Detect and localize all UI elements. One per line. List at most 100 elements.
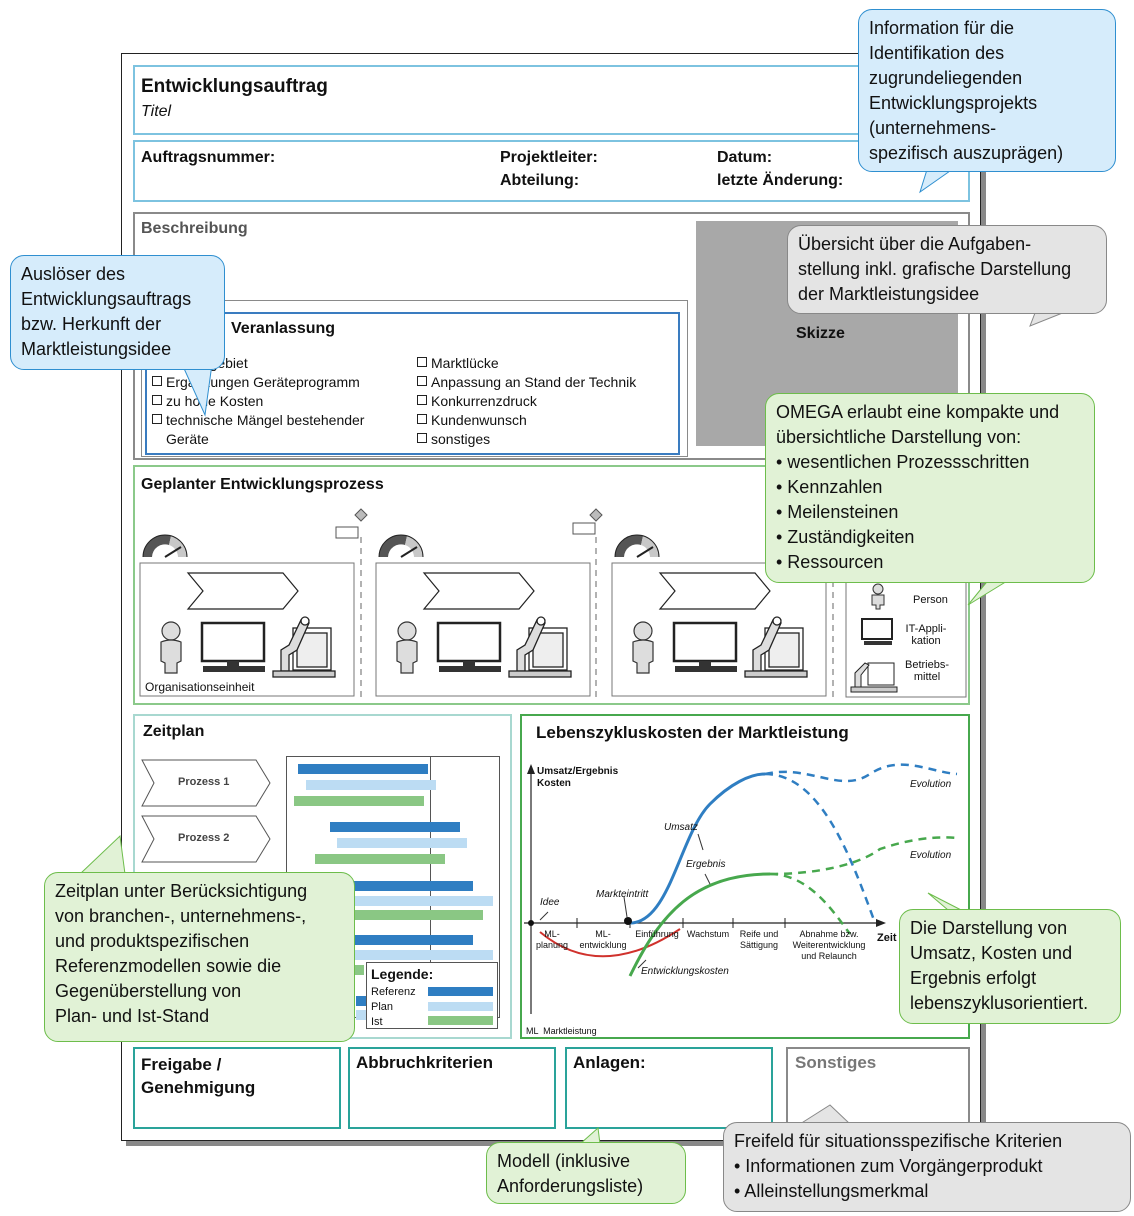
legende-referenz-swatch (428, 987, 493, 996)
markteintritt-marker (624, 917, 632, 925)
abbruch-title: Abbruchkriterien (356, 1053, 493, 1072)
veranlassung-title: Veranlassung (231, 320, 336, 337)
legende-title: Legende: (371, 966, 434, 982)
legend-machine-icon (850, 662, 898, 693)
idee-label: Idee (540, 897, 560, 908)
prozess-diagram (139, 508, 967, 700)
letzte-aenderung-label: letzte Änderung: (717, 172, 844, 189)
gantt-bar-referenz (298, 764, 428, 774)
umsatz-label: Umsatz (664, 822, 698, 833)
prozess2-label: Prozess 2 (178, 832, 230, 844)
ergebnis-curve (628, 872, 771, 977)
gantt-bar-plan (337, 838, 467, 848)
anlagen-panel (565, 1047, 773, 1129)
phase-label: Abnahme bzw. Weiterentwicklung und Relau… (792, 929, 866, 961)
phase-label: ML- entwicklung (579, 929, 627, 950)
gantt-bar-ist (315, 854, 445, 864)
gantt-bar-ist (352, 965, 364, 975)
legend-monitor-icon (861, 618, 893, 645)
abbruch-panel (348, 1047, 556, 1129)
veranlassung-item: Anpassung an Stand der Technik (417, 373, 636, 392)
legend-person-label: Person (913, 594, 948, 606)
umsatz-evolution-curve (764, 763, 958, 783)
entwicklungskosten-curve (539, 928, 681, 958)
ergebnis-evolution-curve (769, 836, 958, 876)
idee-marker (528, 920, 534, 926)
veranlassung-panel (145, 312, 680, 455)
gantt-bar-referenz (345, 935, 473, 945)
phase-label: Wachstum (686, 929, 730, 939)
person-icon (160, 621, 182, 674)
gantt-bar-referenz (330, 822, 460, 832)
evolution-label-2: Evolution (910, 850, 952, 861)
lebenszyklus-chart (524, 763, 958, 1014)
gantt-bar-plan (350, 950, 493, 960)
prozess-title: Geplanter Entwicklungsprozess (141, 476, 384, 493)
callout-zeitplan: Zeitplan unter Berücksichtigung von bran… (44, 872, 355, 1042)
title-placeholder: Titel (141, 103, 172, 120)
lebenszyklus-title: Lebenszykluskosten der Marktleistung (536, 723, 849, 742)
legend-person-icon (871, 583, 885, 610)
header-info-panel (133, 140, 970, 202)
callout-modell: Modell (inklusive Anforderungsliste) (486, 1142, 686, 1204)
freigabe-title: Freigabe / Genehmigung (141, 1055, 256, 1097)
veranlassung-item: Geräte (166, 431, 209, 447)
organisationseinheit-label: Organisationseinheit (145, 680, 255, 694)
veranlassung-item: Marktlücke (417, 354, 499, 373)
evolution-label-1: Evolution (910, 779, 952, 790)
entwicklungskosten-label: Entwicklungskosten (641, 966, 729, 977)
process-stage (139, 534, 355, 697)
callout-freifeld: Freifeld für situationsspezifische Krite… (723, 1122, 1131, 1212)
header-title-panel (133, 65, 970, 135)
abteilung-label: Abteilung: (500, 172, 580, 189)
gantt-bar-ist (294, 796, 424, 806)
markteintritt-label: Markteintritt (596, 889, 649, 900)
umsatz-decline-curve (764, 772, 877, 924)
ml-footnote: ML Marktleistung (526, 1026, 597, 1036)
zeitplan-title: Zeitplan (143, 723, 205, 740)
gantt-bar-referenz (340, 881, 473, 891)
callout-identifikation: Information für die Identifikation des z… (858, 9, 1116, 172)
zeitplan-chevrons (141, 759, 271, 863)
auftragsnummer-label: Auftragsnummer: (141, 149, 276, 166)
legende-ist-label: Ist (371, 1016, 383, 1028)
legende-plan-swatch (428, 1002, 493, 1011)
ergebnis-label: Ergebnis (686, 859, 726, 870)
xaxis-label: Zeit (877, 932, 897, 944)
gantt-bar-plan (350, 896, 493, 906)
gauge-icon (142, 534, 188, 558)
legende-referenz-label: Referenz (371, 986, 416, 998)
callout-uebersicht: Übersicht über die Aufgaben- stellung in… (787, 225, 1107, 314)
legend-betrieb-label: Betriebs- mittel (904, 659, 950, 683)
gantt-bar-referenz (356, 996, 366, 1006)
veranlassung-item: zu hohe Kosten (152, 392, 263, 411)
veranlassung-item: Kundenwunsch (417, 411, 527, 430)
skizze-label: Skizze (796, 325, 845, 342)
callout-ausloeser: Auslöser des Entwicklungsauftrags bzw. H… (10, 255, 225, 370)
phase-label: Reife und Sättigung (739, 929, 779, 950)
freigabe-panel (133, 1047, 341, 1129)
document-title: Entwicklungsauftrag (141, 76, 328, 97)
phase-label: Einführung (635, 929, 679, 939)
callout-omega: OMEGA erlaubt eine kompakte und übersich… (765, 393, 1095, 583)
callout-darstellung: Die Darstellung von Umsatz, Kosten und E… (899, 909, 1121, 1024)
beschreibung-title: Beschreibung (141, 220, 248, 237)
monitor-icon (200, 621, 266, 672)
veranlassung-item: Ergänzungen Geräteprogramm (152, 373, 360, 392)
veranlassung-item: technische Mängel bestehender (152, 411, 364, 430)
legend-it-label: IT-Appli- kation (905, 623, 947, 647)
gantt-bar-plan (306, 780, 436, 790)
sonstiges-title: Sonstiges (795, 1053, 877, 1072)
veranlassung-item: Konkurrenzdruck (417, 392, 537, 411)
phase-label: ML- planung (535, 929, 569, 950)
yaxis-label: Umsatz/Ergebnis Kosten (537, 766, 619, 789)
machine-icon (272, 616, 336, 678)
legende-plan-label: Plan (371, 1001, 394, 1013)
projektleiter-label: Projektleiter: (500, 149, 598, 166)
gantt-bar-plan (356, 1010, 366, 1020)
prozess1-label: Prozess 1 (178, 776, 230, 788)
veranlassung-item: sonstiges (417, 430, 490, 449)
anlagen-title: Anlagen: (573, 1053, 646, 1072)
datum-label: Datum: (717, 149, 773, 166)
gantt-bar-ist (345, 910, 483, 920)
